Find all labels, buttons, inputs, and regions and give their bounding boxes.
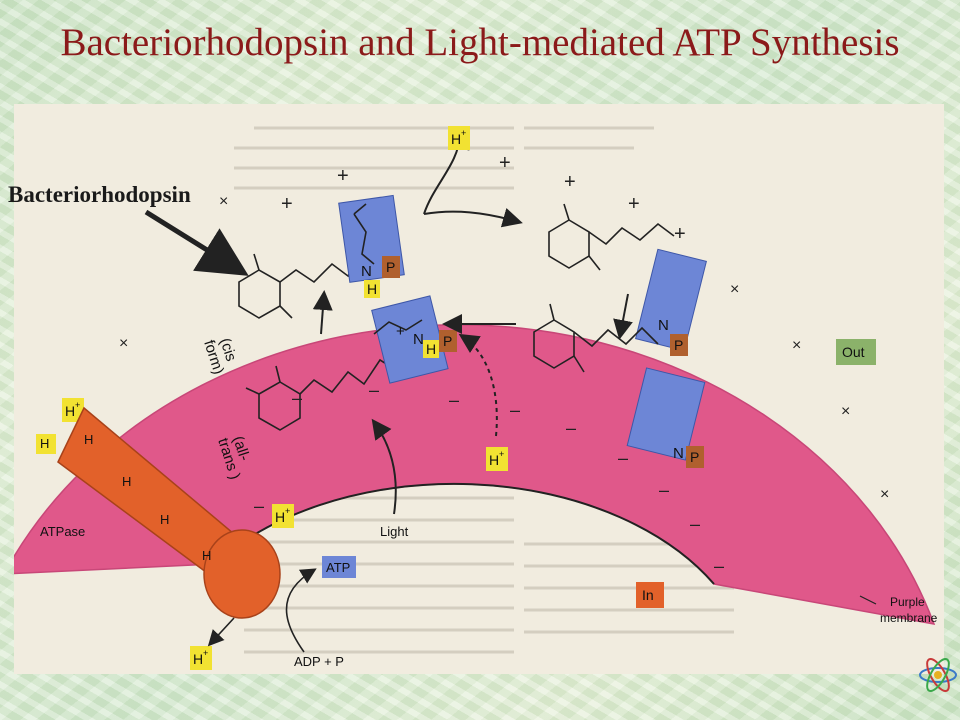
svg-text:H: H — [193, 651, 203, 667]
right-top-highlight — [635, 248, 707, 352]
atom-labels: N N N N + — [361, 263, 684, 462]
trans-chain — [373, 319, 423, 335]
atom-icon — [919, 658, 957, 692]
svg-text:+: + — [281, 193, 293, 215]
svg-text:H: H — [202, 548, 211, 563]
svg-text:–: – — [292, 388, 302, 408]
svg-text:H: H — [65, 403, 75, 419]
proton-label-left1: H + — [62, 398, 84, 422]
atpase-head — [203, 529, 281, 619]
p-atom-boxes — [382, 256, 704, 468]
purple-membrane-label-1: Purple — [890, 595, 925, 609]
svg-text:–: – — [566, 418, 576, 438]
svg-text:H: H — [84, 432, 93, 447]
svg-text:N: N — [673, 445, 684, 462]
retinal-right-top — [548, 203, 675, 271]
proton-label-inner: H + — [486, 447, 508, 471]
atp-label-box: ATP — [322, 556, 356, 578]
outer-plus-signs: + + + + + + — [281, 152, 686, 245]
svg-text:P: P — [690, 449, 699, 465]
cis-chain — [353, 203, 375, 265]
h-atom-boxes — [364, 280, 439, 358]
svg-text:N: N — [413, 331, 424, 348]
svg-text:+: + — [75, 400, 80, 410]
svg-text:P: P — [674, 337, 683, 353]
bacteriorhodopsin-diagram: + + + + + + × × × × × × – – – – – – – – … — [14, 126, 938, 670]
svg-text:N: N — [361, 263, 372, 280]
out-label-box: Out — [836, 339, 876, 365]
svg-text:H: H — [275, 509, 285, 525]
svg-text:In: In — [642, 587, 654, 603]
figure-panel: + + + + + + × × × × × × – – – – – – – – … — [14, 104, 944, 674]
p-atom-labels: P P P P — [386, 259, 699, 465]
svg-text:×: × — [792, 337, 801, 354]
svg-text:H: H — [367, 281, 377, 297]
light-label: Light — [380, 524, 409, 539]
atpase-proton-box — [36, 434, 56, 454]
svg-text:H: H — [489, 452, 499, 468]
svg-text:+: + — [628, 193, 640, 215]
svg-text:–: – — [714, 556, 724, 576]
svg-text:+: + — [674, 223, 686, 245]
svg-text:P: P — [386, 259, 395, 275]
svg-text:–: – — [254, 496, 264, 516]
retinal-cis-form — [238, 253, 361, 319]
in-label-box: In — [636, 582, 664, 608]
right-bottom-highlight — [626, 367, 706, 461]
proton-label-bottom: H + — [190, 646, 212, 670]
inner-minus-signs: – – – – – – – – – – — [254, 380, 724, 576]
purple-membrane-pointer — [859, 595, 877, 605]
proton-label-top: H + — [448, 126, 470, 150]
svg-text:×: × — [119, 335, 128, 352]
retinal-trans-form — [245, 358, 397, 431]
svg-text:+: + — [396, 323, 405, 340]
svg-text:N: N — [658, 317, 669, 334]
svg-text:H: H — [451, 131, 461, 147]
svg-text:P: P — [443, 333, 452, 349]
svg-text:×: × — [880, 486, 889, 503]
svg-text:H: H — [426, 341, 436, 357]
svg-text:–: – — [618, 448, 628, 468]
svg-text:+: + — [499, 152, 511, 174]
trans-highlight — [371, 295, 449, 384]
svg-text:–: – — [690, 514, 700, 534]
proton-label-left2: H + — [272, 504, 294, 528]
cis-form-label-1: (cis — [216, 336, 239, 363]
purple-membrane-label-2: membrane — [880, 611, 938, 625]
svg-text:×: × — [219, 193, 228, 210]
svg-text:+: + — [203, 648, 208, 658]
svg-text:H: H — [160, 512, 169, 527]
svg-text:Out: Out — [842, 344, 865, 360]
svg-text:H: H — [122, 474, 131, 489]
background-text-lines — [234, 126, 734, 654]
svg-text:+: + — [285, 506, 290, 516]
trans-form-label-1: (all- — [229, 434, 253, 463]
outer-cross-signs: × × × × × × — [119, 193, 889, 503]
atp-arrows — [207, 568, 317, 653]
svg-text:+: + — [564, 171, 576, 193]
atpase-proton-box-label: H — [40, 436, 49, 451]
svg-text:ATP: ATP — [326, 560, 350, 575]
bacteriorhodopsin-callout: Bacteriorhodopsin — [8, 182, 191, 207]
svg-text:+: + — [337, 165, 349, 187]
h-atom-labels: H H — [367, 281, 436, 357]
svg-text:–: – — [510, 400, 520, 420]
slide-title: Bacteriorhodopsin and Light-mediated ATP… — [60, 21, 900, 64]
atpase-label: ATPase — [40, 524, 85, 539]
adp-label: ADP + P — [294, 654, 344, 669]
svg-text:–: – — [369, 380, 379, 400]
svg-text:+: + — [461, 128, 466, 138]
svg-text:–: – — [449, 390, 459, 410]
svg-text:+: + — [499, 449, 504, 459]
svg-text:×: × — [841, 403, 850, 420]
svg-text:–: – — [659, 480, 669, 500]
svg-text:×: × — [730, 281, 739, 298]
